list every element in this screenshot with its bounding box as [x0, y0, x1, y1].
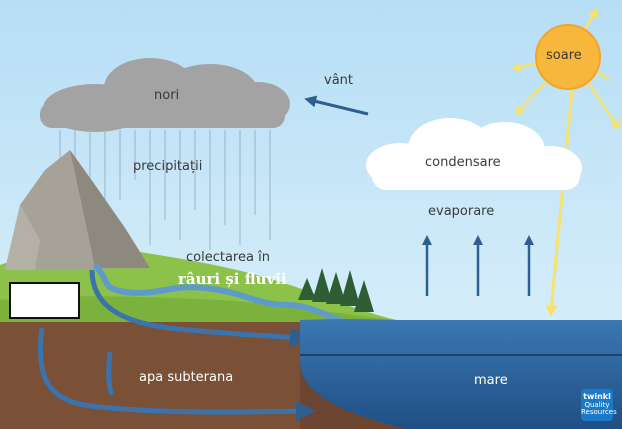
sunlight-arrow [545, 89, 574, 317]
mountain-icon [5, 150, 150, 270]
white-cloud-icon [366, 118, 582, 190]
soil-layer [0, 320, 330, 429]
blank-answer-box [9, 282, 80, 319]
twinkl-logo-text: twinkl [583, 392, 611, 401]
runoff-arrow [89, 269, 310, 348]
sea [300, 319, 622, 429]
sun-label: soare [546, 48, 582, 63]
condensation-label: condensare [425, 155, 501, 170]
collection-label-line1: colectarea în [186, 250, 270, 265]
twinkl-logo: twinkl Quality Resources [581, 389, 617, 421]
groundwater-label: apa subterana [139, 370, 234, 385]
twinkl-logo-tagline: Quality Resources [581, 400, 617, 417]
river [92, 262, 361, 329]
clouds-label: nori [154, 88, 180, 103]
sun-icon [511, 7, 620, 131]
precipitation-label: precipitații [133, 159, 203, 174]
wind-arrow [304, 95, 369, 116]
rain-cloud-icon [40, 58, 290, 132]
wind-label: vânt [324, 73, 353, 88]
forest-icon [298, 268, 374, 312]
collection-label-line2: râuri și fluvii [178, 270, 287, 288]
groundwater-arrows [37, 327, 316, 422]
evaporation-arrows [422, 235, 534, 296]
evaporation-label: evaporare [428, 204, 495, 219]
sea-label: mare [474, 373, 508, 388]
